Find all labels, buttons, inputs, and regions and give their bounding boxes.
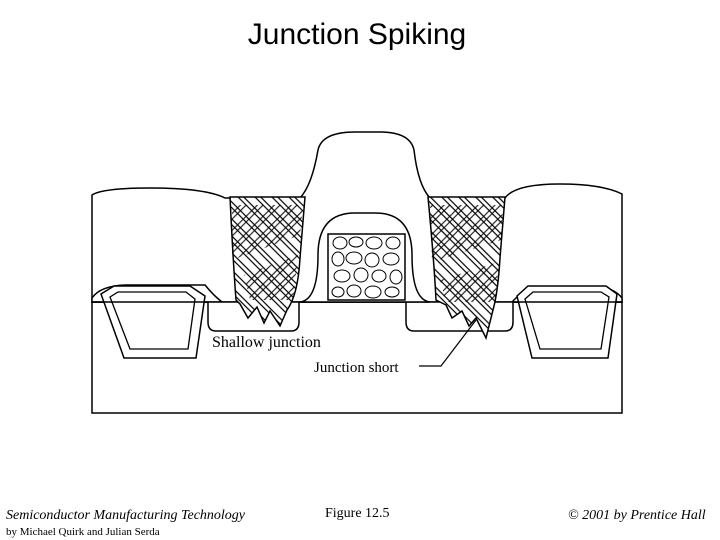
footer-figure-number: Figure 12.5 [325,506,390,521]
trench-isolation-left-inner [109,291,196,350]
poly-grains [331,236,403,299]
contact-right [427,196,506,341]
trench-isolation-right [516,285,618,359]
junction-short-label: Junction short [314,360,399,376]
junction-short-leader [419,319,477,367]
page-title: Junction Spiking [247,18,467,51]
footer-copyright: © 2001 by Prentice Hall [568,508,706,523]
footer-authors: by Michael Quirk and Julian Serda [6,526,160,538]
trench-isolation-right-inner [524,291,610,350]
shallow-junction-label: Shallow junction [212,334,321,351]
footer-book-title: Semiconductor Manufacturing Technology [6,508,246,523]
contact-left [229,196,306,328]
